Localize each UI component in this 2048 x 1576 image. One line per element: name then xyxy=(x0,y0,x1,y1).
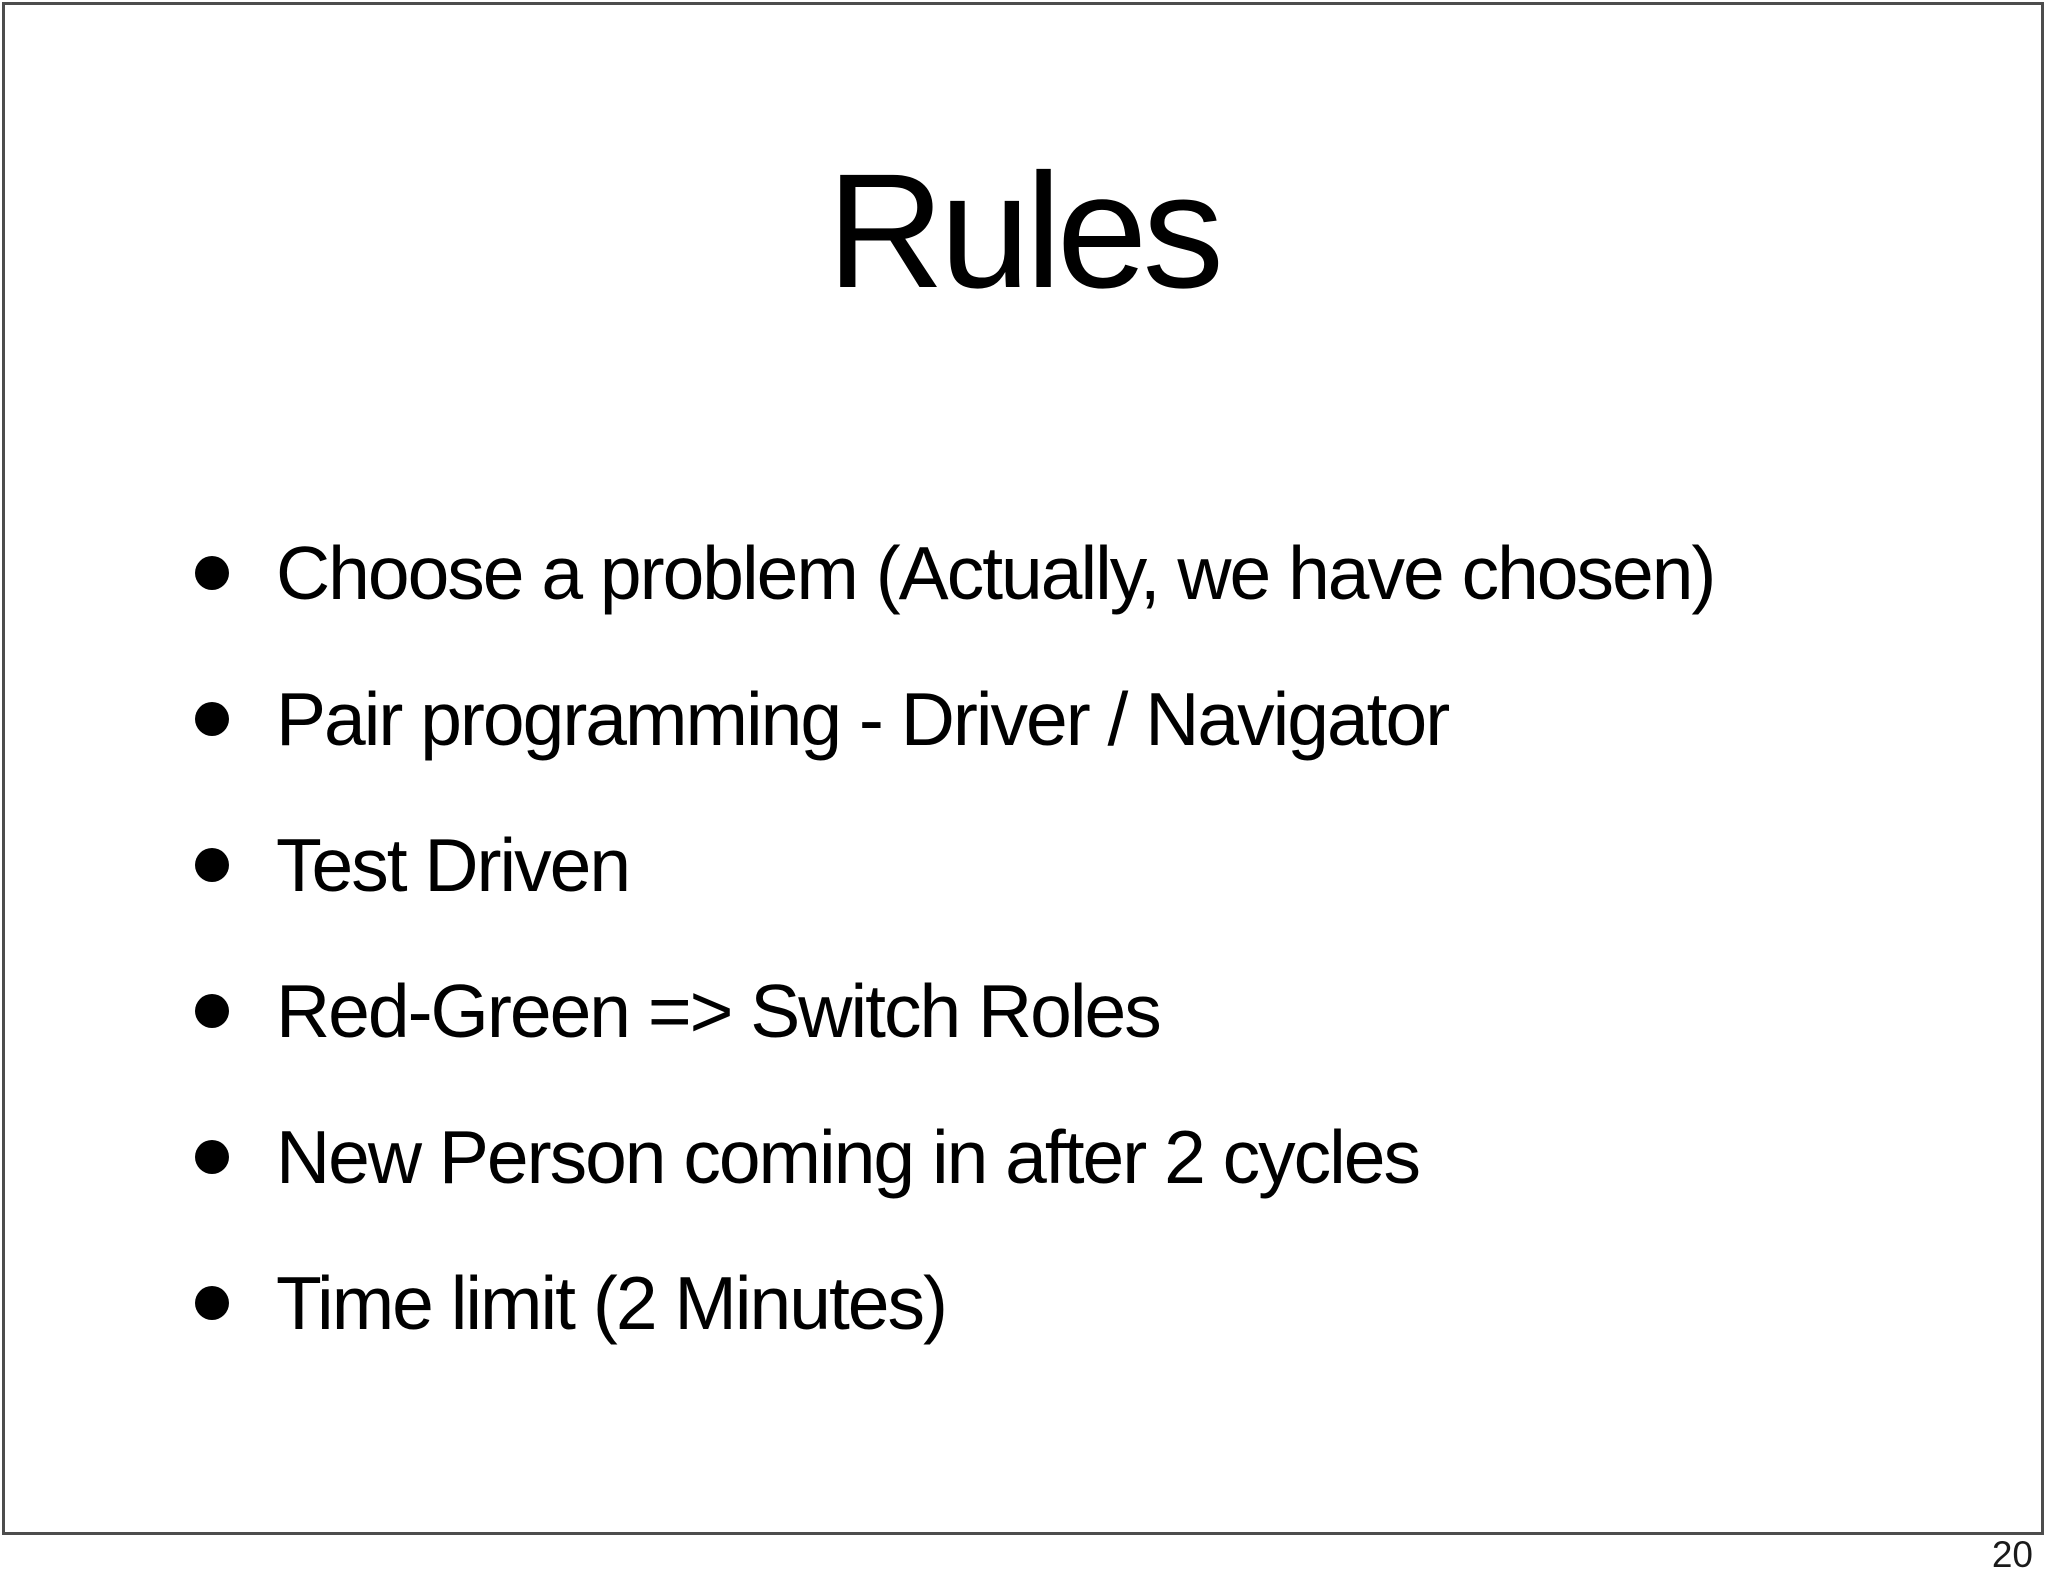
page-title: Rules xyxy=(826,139,1224,322)
slide-frame: Rules Choose a problem (Actually, we hav… xyxy=(2,2,2044,1535)
bullet-text: Red-Green => Switch Roles xyxy=(276,968,1162,1053)
bullet-icon xyxy=(195,848,229,882)
list-item: New Person coming in after 2 cycles xyxy=(195,1084,1941,1230)
bullet-icon xyxy=(195,994,229,1028)
bullet-icon xyxy=(195,1286,229,1320)
bullet-icon xyxy=(195,1140,229,1174)
bullet-icon xyxy=(195,702,229,736)
list-item: Time limit (2 Minutes) xyxy=(195,1230,1941,1376)
list-item: Red-Green => Switch Roles xyxy=(195,938,1941,1084)
bullet-text: Test Driven xyxy=(276,822,631,907)
bullet-text: Pair programming - Driver / Navigator xyxy=(276,676,1450,761)
bullet-icon xyxy=(195,556,229,590)
bullet-text: New Person coming in after 2 cycles xyxy=(276,1114,1421,1199)
bullet-text: Time limit (2 Minutes) xyxy=(276,1260,948,1345)
list-item: Pair programming - Driver / Navigator xyxy=(195,646,1941,792)
list-item: Test Driven xyxy=(195,792,1941,938)
bullet-list: Choose a problem (Actually, we have chos… xyxy=(195,500,1941,1376)
list-item: Choose a problem (Actually, we have chos… xyxy=(195,500,1941,646)
page-number: 20 xyxy=(1991,1534,2033,1575)
bullet-text: Choose a problem (Actually, we have chos… xyxy=(276,530,1716,615)
